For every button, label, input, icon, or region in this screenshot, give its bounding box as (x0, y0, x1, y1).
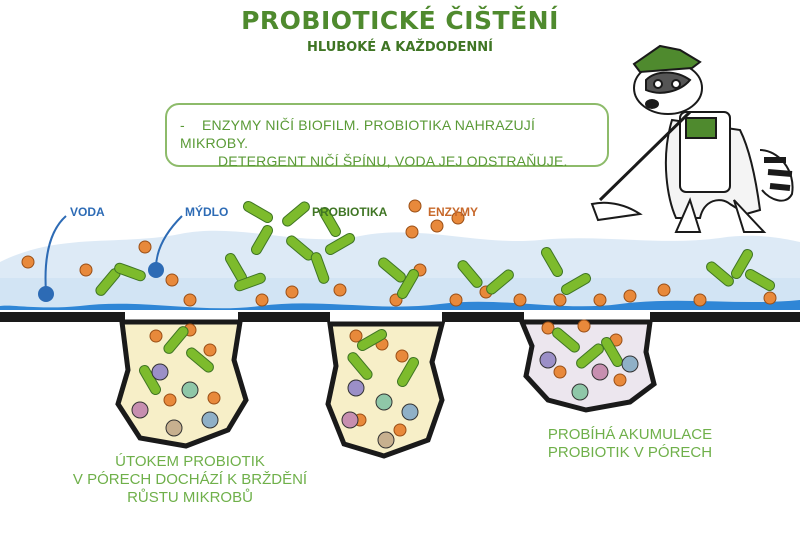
enzyme-particle (333, 283, 347, 297)
speech-bubble-text: -ENZYMY NIČÍ BIOFILM. PROBIOTIKA NAHRAZU… (180, 116, 600, 170)
probiotic-particle (163, 326, 189, 354)
microbe-particle (131, 401, 149, 419)
microbe-particle (571, 383, 589, 401)
mydlo-dot (148, 262, 164, 278)
enzyme-particle (553, 293, 567, 307)
enzyme-particle (553, 365, 567, 379)
microbe-particle (181, 381, 199, 399)
page-title: PROBIOTICKÉ ČIŠTĚNÍ (241, 6, 559, 35)
enzyme-particle (165, 273, 179, 287)
enzyme-particle (163, 393, 177, 407)
label-voda: VODA (70, 205, 105, 219)
enzyme-particle (541, 321, 555, 335)
microbe-particle (377, 431, 395, 449)
probiotic-particle (310, 252, 330, 284)
probiotic-particle (186, 347, 214, 373)
label-enzymy: ENZYMY (428, 205, 479, 219)
enzyme-particle (430, 219, 444, 233)
enzyme-particle (203, 343, 217, 357)
enzyme-particle (21, 255, 35, 269)
enzyme-particle (613, 373, 627, 387)
probiotic-particle (397, 356, 419, 388)
enzyme-particle (451, 211, 465, 225)
enzyme-particle (693, 293, 707, 307)
probiotic-particle (560, 273, 592, 295)
microbe-particle (401, 403, 419, 421)
foam-band (0, 230, 800, 309)
probiotic-particle (457, 260, 483, 288)
enzyme-particle (149, 329, 163, 343)
probiotic-particle (347, 352, 373, 380)
microbe-particle (151, 363, 169, 381)
enzyme-particle (408, 199, 422, 213)
label-probiotika: PROBIOTIKA (312, 205, 388, 219)
microbe-particle (621, 355, 639, 373)
probiotic-particle (731, 248, 753, 280)
caption-pore-left-line-1: ÚTOKEM PROBIOTIK (115, 453, 265, 470)
microbe-particle (375, 393, 393, 411)
enzyme-particle (763, 291, 777, 305)
enzyme-particle (449, 293, 463, 307)
caption-pore-right-line-1: PROBÍHÁ AKUMULACE (547, 426, 713, 443)
voda-dot (38, 286, 54, 302)
enzyme-particle (79, 263, 93, 277)
caption-pore-left-line-2: V PÓRECH DOCHÁZÍ K BRŽDĚNÍ (72, 471, 308, 488)
microbe-particle (341, 411, 359, 429)
probiotic-particle (744, 269, 776, 291)
bubble-line-1: ENZYMY NIČÍ BIOFILM. PROBIOTIKA NAHRAZUJ… (180, 117, 536, 151)
enzyme-particle (513, 293, 527, 307)
probiotic-particle (114, 262, 146, 282)
probiotic-particle (397, 268, 419, 300)
probiotic-particle (356, 329, 388, 351)
microbe-particle (591, 363, 609, 381)
caption-pore-right: PROBÍHÁ AKUMULACE PROBIOTIK V PÓRECH (520, 426, 740, 462)
enzyme-particle (183, 293, 197, 307)
label-mydlo: MÝDLO (185, 205, 229, 219)
enzyme-particle (285, 285, 299, 299)
enzyme-particle (623, 289, 637, 303)
caption-pore-left: ÚTOKEM PROBIOTIK V PÓRECH DOCHÁZÍ K BRŽD… (40, 453, 340, 507)
probiotic-particle (251, 224, 273, 256)
enzyme-particle (138, 240, 152, 254)
enzyme-particle (657, 283, 671, 297)
probiotic-particle (242, 201, 274, 223)
enzyme-particle (593, 293, 607, 307)
probiotic-particle (541, 246, 563, 278)
page-subtitle: HLUBOKÉ A KAŽDODENNÍ (307, 40, 493, 55)
probiotic-particle (552, 327, 580, 353)
probiotic-particle (282, 201, 310, 227)
enzyme-particle (395, 349, 409, 363)
enzyme-particle (405, 225, 419, 239)
enzyme-particle (349, 329, 363, 343)
probiotic-particle (706, 261, 734, 287)
enzyme-particle (255, 293, 269, 307)
particles-layer (21, 199, 777, 449)
bubble-dash: - (180, 117, 185, 133)
raccoon-mascot-icon (590, 44, 794, 233)
probiotic-particle (324, 233, 356, 255)
probiotic-particle (486, 269, 514, 295)
microbe-particle (347, 379, 365, 397)
voda-pointer (44, 215, 67, 293)
probiotic-particle (601, 336, 623, 368)
microbe-particle (201, 411, 219, 429)
caption-pore-right-line-2: PROBIOTIK V PÓRECH (547, 444, 713, 461)
probiotic-particle (234, 272, 266, 292)
enzyme-particle (393, 423, 407, 437)
probiotic-particle (319, 206, 341, 238)
caption-pore-left-line-3: RŮSTU MIKROBŮ (127, 489, 253, 506)
microbe-particle (165, 419, 183, 437)
microbe-particle (539, 351, 557, 369)
enzyme-particle (577, 319, 591, 333)
enzyme-particle (207, 391, 221, 405)
speech-bubble (165, 103, 609, 167)
bubble-line-2: DETERGENT NIČÍ ŠPÍNU, VODA JEJ ODSTRAŇUJ… (218, 153, 568, 169)
